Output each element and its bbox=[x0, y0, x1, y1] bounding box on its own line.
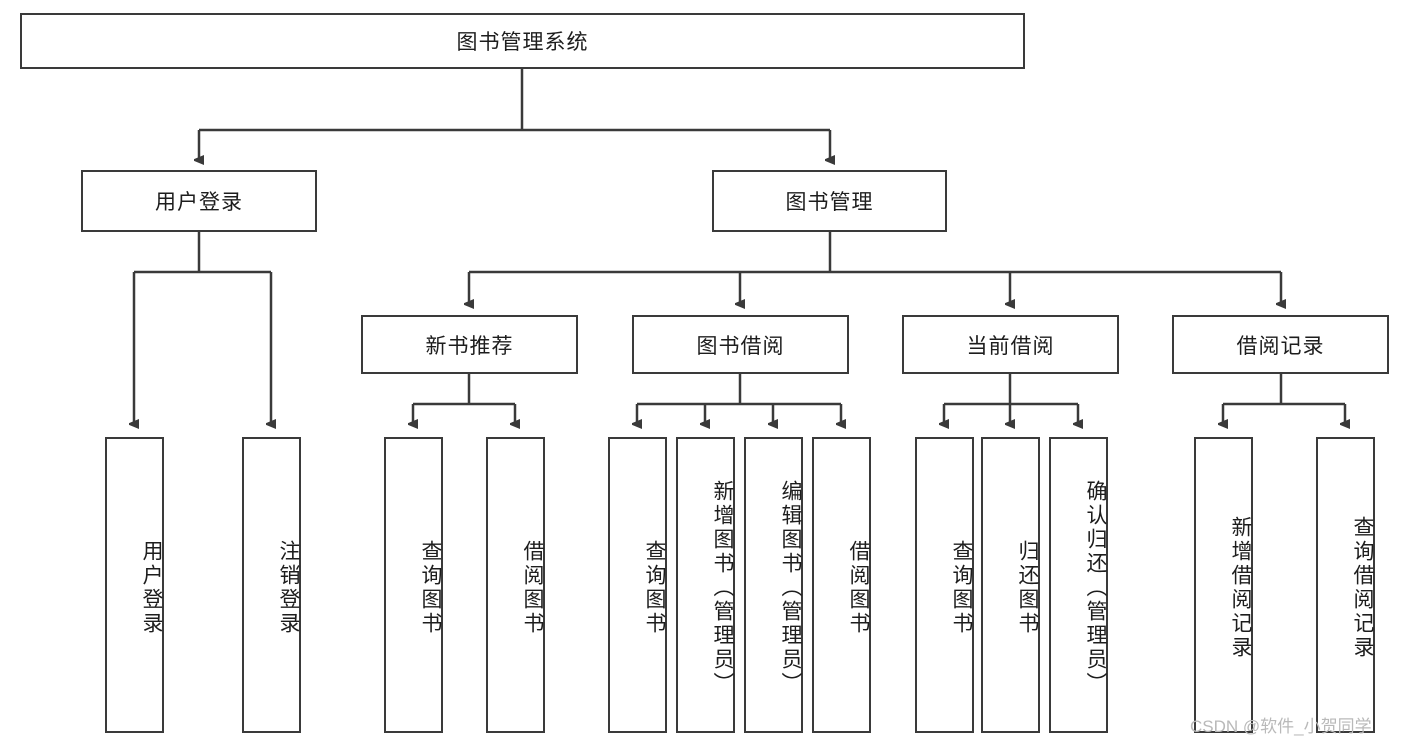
node-label: 图书借阅 bbox=[696, 334, 785, 358]
node-borrow-records[interactable]: 借阅记录 bbox=[1172, 315, 1389, 374]
node-label: 新增借阅记录 bbox=[1229, 516, 1252, 660]
node-label: 新增图书（管理员） bbox=[711, 480, 734, 696]
node-new-book-recommend[interactable]: 新书推荐 bbox=[361, 315, 578, 374]
node-label: 查询图书 bbox=[419, 540, 442, 636]
node-label: 确认归还（管理员） bbox=[1084, 480, 1107, 696]
leaf-recommend-borrow-book[interactable]: 借阅图书 bbox=[486, 437, 545, 733]
node-label: 查询借阅记录 bbox=[1351, 516, 1374, 660]
leaf-recommend-query-book[interactable]: 查询图书 bbox=[384, 437, 443, 733]
node-label: 查询图书 bbox=[950, 540, 973, 636]
node-root-system[interactable]: 图书管理系统 bbox=[20, 13, 1025, 69]
leaf-borrow-borrow-book[interactable]: 借阅图书 bbox=[812, 437, 871, 733]
node-label: 归还图书 bbox=[1016, 540, 1039, 636]
leaf-current-return-book[interactable]: 归还图书 bbox=[981, 437, 1040, 733]
leaf-current-query-book[interactable]: 查询图书 bbox=[915, 437, 974, 733]
node-label: 用户登录 bbox=[140, 540, 163, 636]
node-label: 编辑图书（管理员） bbox=[779, 480, 802, 696]
node-label: 借阅记录 bbox=[1236, 334, 1325, 358]
node-book-borrow[interactable]: 图书借阅 bbox=[632, 315, 849, 374]
leaf-current-confirm-return[interactable]: 确认归还（管理员） bbox=[1049, 437, 1108, 733]
node-label: 图书管理 bbox=[785, 191, 874, 214]
leaf-borrow-add-book[interactable]: 新增图书（管理员） bbox=[676, 437, 735, 733]
csdn-watermark: CSDN @软件_小贺同学 bbox=[1190, 717, 1372, 736]
node-user-login[interactable]: 用户登录 bbox=[81, 170, 317, 232]
leaf-user-login-login[interactable]: 用户登录 bbox=[105, 437, 164, 733]
leaf-user-login-logout[interactable]: 注销登录 bbox=[242, 437, 301, 733]
node-label: 当前借阅 bbox=[966, 334, 1055, 358]
node-label: 查询图书 bbox=[643, 540, 666, 636]
node-label: 新书推荐 bbox=[425, 334, 514, 358]
node-label: 注销登录 bbox=[277, 540, 300, 636]
node-label: 用户登录 bbox=[155, 191, 243, 214]
node-label: 图书管理系统 bbox=[456, 31, 589, 54]
node-current-borrow[interactable]: 当前借阅 bbox=[902, 315, 1119, 374]
leaf-records-add-record[interactable]: 新增借阅记录 bbox=[1194, 437, 1253, 733]
leaf-records-query-record[interactable]: 查询借阅记录 bbox=[1316, 437, 1375, 733]
leaf-borrow-edit-book[interactable]: 编辑图书（管理员） bbox=[744, 437, 803, 733]
leaf-borrow-query-book[interactable]: 查询图书 bbox=[608, 437, 667, 733]
node-book-management[interactable]: 图书管理 bbox=[712, 170, 947, 232]
node-label: 借阅图书 bbox=[521, 540, 544, 636]
node-label: 借阅图书 bbox=[847, 540, 870, 636]
